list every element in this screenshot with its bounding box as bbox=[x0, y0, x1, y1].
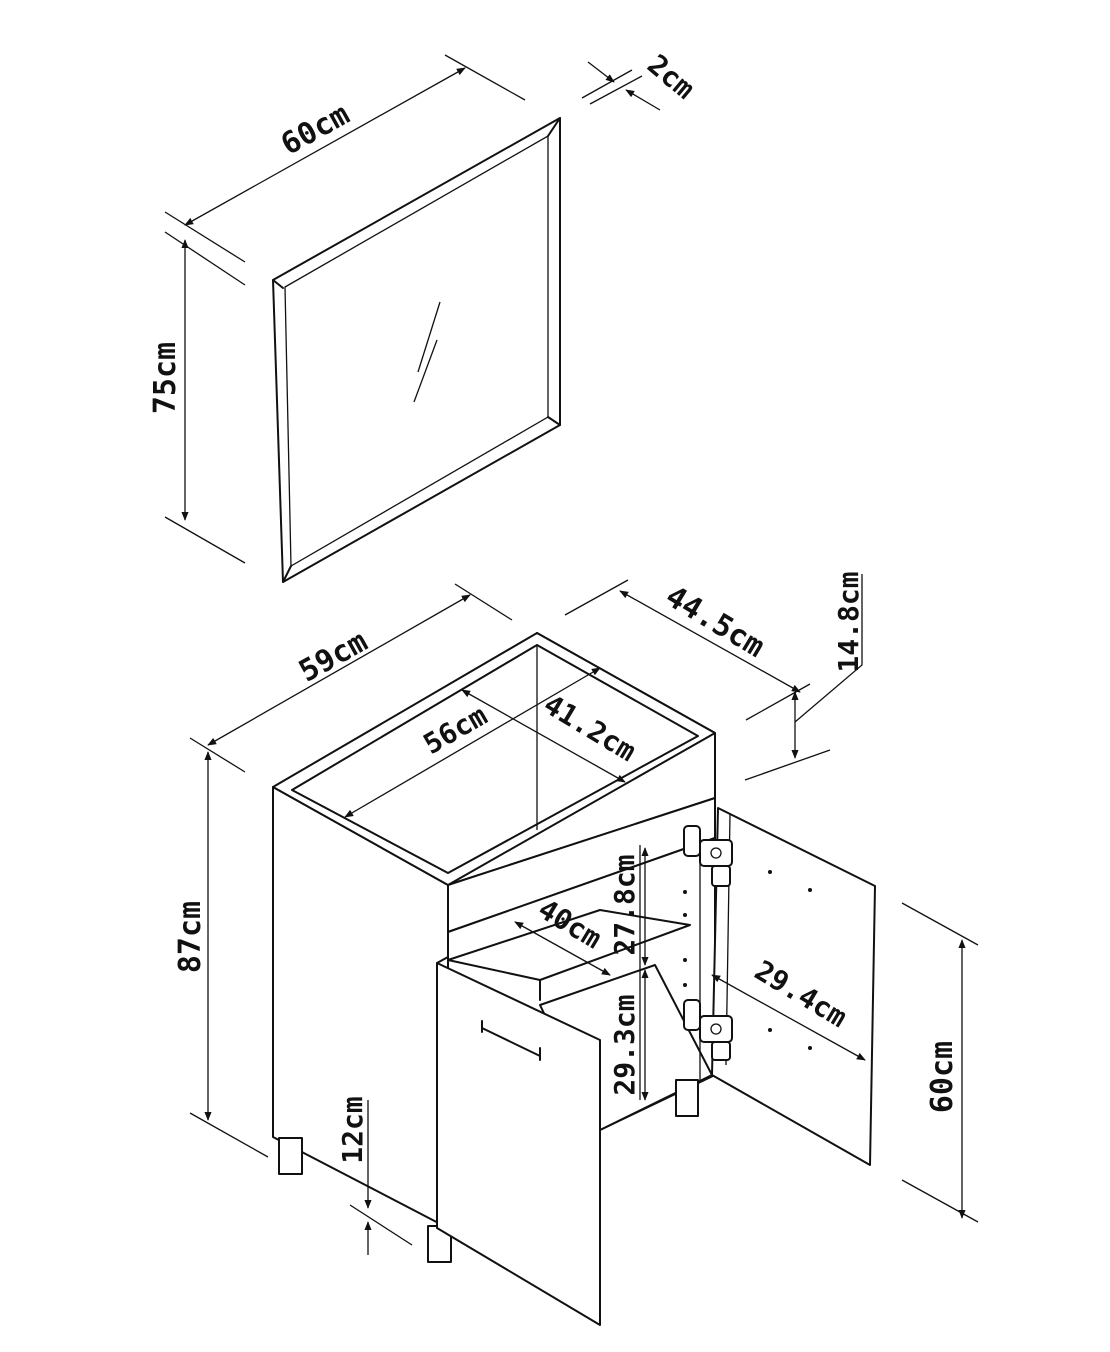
leg-height-label: 12cm bbox=[336, 1096, 369, 1163]
rim-height-label: 14.8cm bbox=[832, 571, 865, 672]
cabinet-leg bbox=[278, 1137, 303, 1175]
lower-compartment-label: 29.3cm bbox=[608, 994, 641, 1095]
mirror-depth-label: 2cm bbox=[641, 48, 701, 106]
mirror-height-label: 75cm bbox=[148, 342, 183, 414]
mirror-glare-mark bbox=[417, 301, 441, 373]
mirror-glare-mark bbox=[413, 339, 438, 403]
mirror-depth-dimension: 2cm bbox=[581, 48, 701, 111]
rim-height-dimension: 14.8cm bbox=[744, 571, 865, 781]
lower-compartment-dimension: 29.3cm bbox=[608, 969, 649, 1101]
mirror-frame-outer bbox=[272, 117, 561, 583]
cabinet-width-label: 59cm bbox=[293, 624, 373, 690]
leg-height-dimension: 12cm bbox=[336, 1096, 413, 1255]
door-height-label: 60cm bbox=[925, 1041, 960, 1113]
upper-compartment-dimension: 27.8cm bbox=[608, 847, 649, 966]
cabinet-left-door bbox=[436, 962, 601, 1326]
cabinet-leg bbox=[675, 1079, 699, 1117]
mirror-width-label: 60cm bbox=[275, 97, 355, 163]
total-height-dimension: 87cm bbox=[173, 751, 269, 1158]
mirror bbox=[272, 117, 561, 583]
upper-compartment-label: 27.8cm bbox=[608, 854, 641, 955]
door-handle bbox=[481, 1027, 541, 1057]
total-height-label: 87cm bbox=[173, 901, 208, 973]
door-hinge bbox=[683, 825, 733, 887]
door-height-dimension: 60cm bbox=[901, 902, 979, 1223]
mirror-height-dimension: 75cm bbox=[148, 231, 246, 564]
